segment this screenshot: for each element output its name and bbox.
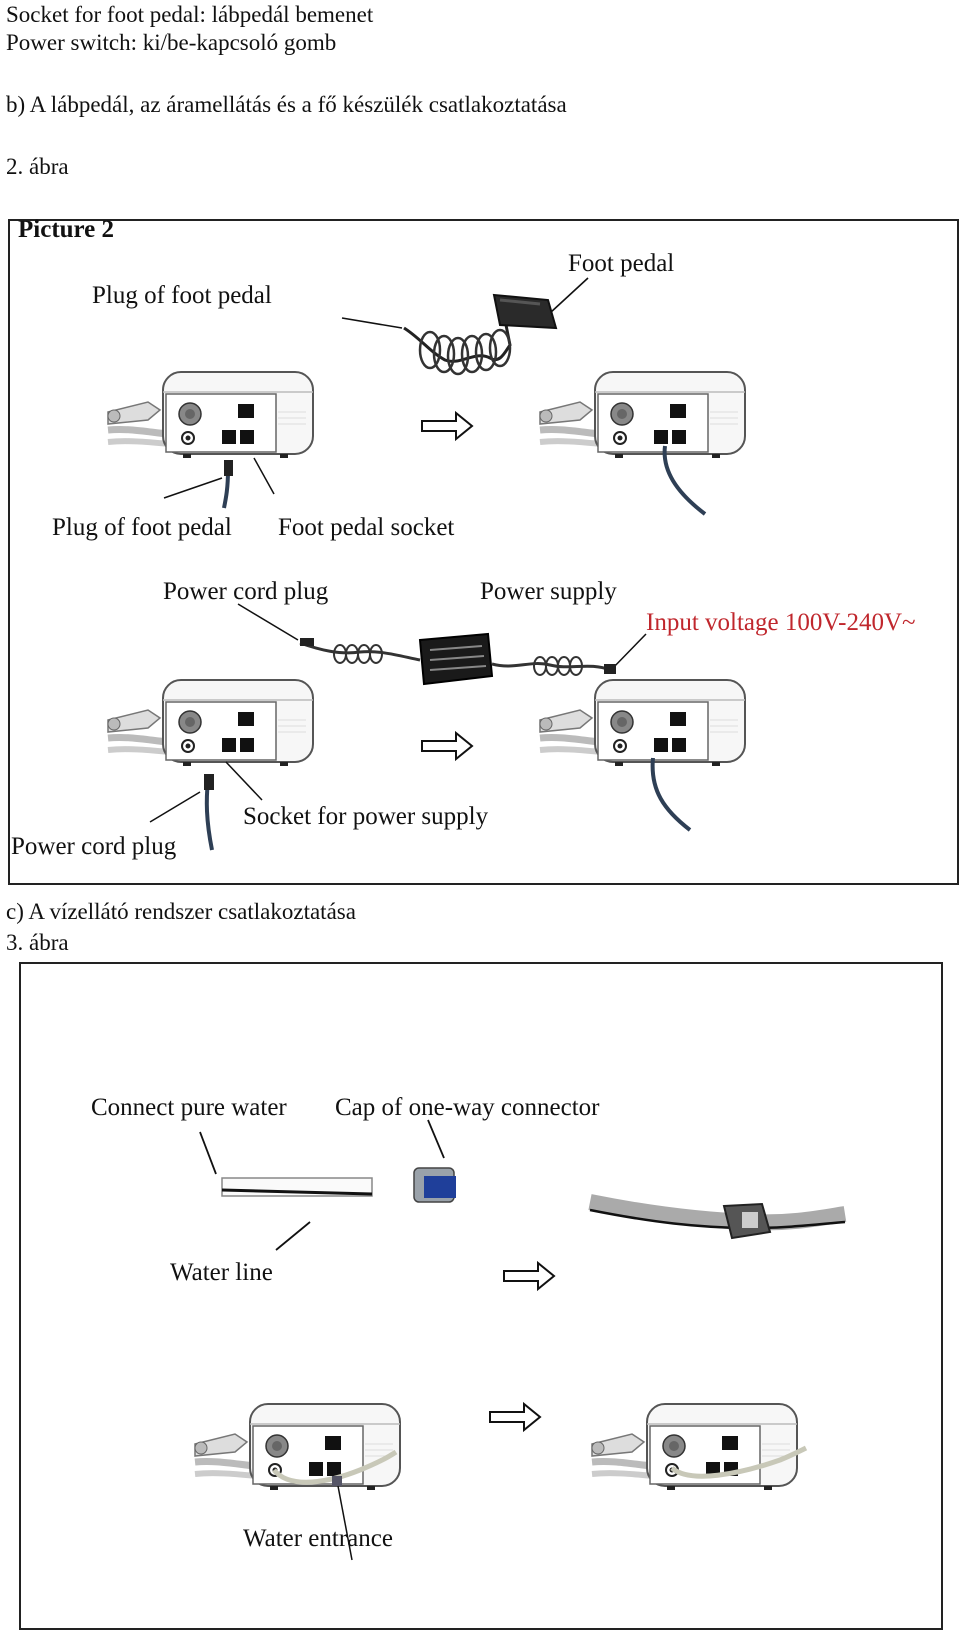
label-input-voltage: Input voltage 100V-240V~: [646, 609, 916, 636]
section-c-heading: c) A vízellátó rendszer csatlakoztatása: [6, 899, 356, 924]
picture-2-title: Picture 2: [18, 216, 115, 243]
intro-line-2: Power switch: ki/be-kapcsoló gomb: [6, 30, 337, 55]
picture-2-frame: [8, 219, 959, 885]
figure-2-label: 2. ábra: [6, 154, 69, 179]
label-foot-pedal: Foot pedal: [568, 250, 675, 277]
label-foot-pedal-socket: Foot pedal socket: [278, 514, 455, 541]
picture-3-frame: [19, 962, 943, 1630]
label-plug-of-foot-pedal-bottom: Plug of foot pedal: [52, 514, 232, 541]
label-water-entrance: Water entrance: [243, 1525, 393, 1552]
label-power-supply: Power supply: [480, 578, 617, 605]
label-cap-of-one-way-connector: Cap of one-way connector: [335, 1094, 600, 1121]
label-power-cord-plug-bottom: Power cord plug: [11, 833, 177, 860]
label-water-line: Water line: [170, 1259, 273, 1286]
label-power-cord-plug-top: Power cord plug: [163, 578, 329, 605]
label-plug-of-foot-pedal-top: Plug of foot pedal: [92, 282, 272, 309]
label-connect-pure-water: Connect pure water: [91, 1094, 287, 1121]
label-socket-for-power-supply: Socket for power supply: [243, 803, 489, 830]
intro-line-1: Socket for foot pedal: lábpedál bemenet: [6, 2, 374, 27]
section-b-heading: b) A lábpedál, az áramellátás és a fő ké…: [6, 92, 567, 117]
figure-3-label: 3. ábra: [6, 930, 69, 955]
